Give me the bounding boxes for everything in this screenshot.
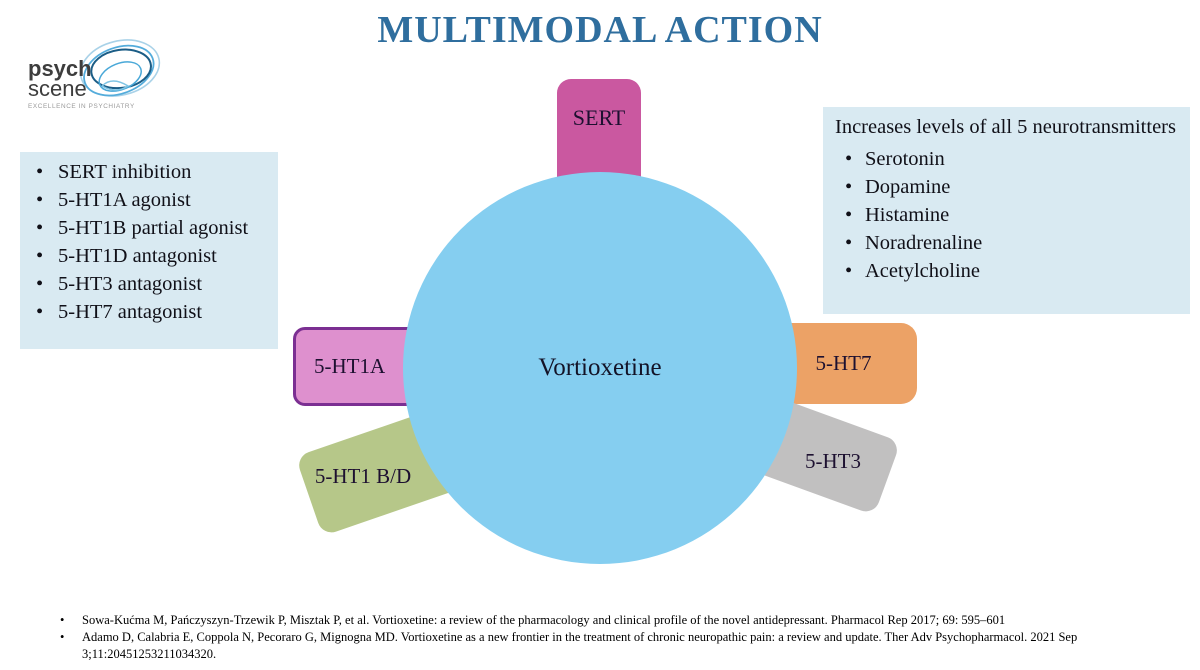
neurotransmitters-list: Serotonin Dopamine Histamine Noradrenali…	[823, 141, 1190, 285]
list-item: 5-HT1D antagonist	[20, 242, 278, 270]
list-item: SERT inhibition	[20, 158, 278, 186]
list-item: Acetylcholine	[823, 257, 1190, 285]
receptor-actions-list: SERT inhibition 5-HT1A agonist 5-HT1B pa…	[20, 152, 278, 326]
neurotransmitters-box: Increases levels of all 5 neurotransmitt…	[823, 107, 1190, 314]
list-item: Noradrenaline	[823, 229, 1190, 257]
list-item: 5-HT3 antagonist	[20, 270, 278, 298]
psychscene-logo: psych scene EXCELLENCE IN PSYCHIATRY	[24, 34, 174, 118]
receptor-tab-label: 5-HT7	[815, 351, 872, 375]
logo-tagline: EXCELLENCE IN PSYCHIATRY	[28, 103, 135, 110]
references: Sowa-Kućma M, Pańczyszyn-Trzewik P, Misz…	[52, 612, 1192, 663]
receptor-tab-label: 5-HT1 B/D	[314, 464, 412, 488]
list-item: Serotonin	[823, 145, 1190, 173]
page-title: MULTIMODAL ACTION	[377, 9, 823, 51]
receptor-tab-label: 5-HT1A	[314, 354, 386, 378]
reference-item: Adamo D, Calabria E, Coppola N, Pecoraro…	[52, 629, 1192, 663]
brain-swirl-icon: psych scene EXCELLENCE IN PSYCHIATRY	[28, 39, 161, 110]
list-item: 5-HT7 antagonist	[20, 298, 278, 326]
receptor-tab-label: 5-HT3	[805, 449, 861, 473]
list-item: 5-HT1A agonist	[20, 186, 278, 214]
list-item: 5-HT1B partial agonist	[20, 214, 278, 242]
logo-word-psych: psych	[28, 56, 92, 81]
list-item: Dopamine	[823, 173, 1190, 201]
logo-word-scene: scene	[28, 76, 87, 101]
reference-item: Sowa-Kućma M, Pańczyszyn-Trzewik P, Misz…	[52, 612, 1192, 629]
neurotransmitters-header: Increases levels of all 5 neurotransmitt…	[835, 116, 1176, 138]
receptor-actions-box: SERT inhibition 5-HT1A agonist 5-HT1B pa…	[20, 152, 278, 349]
drug-circle: Vortioxetine	[403, 172, 797, 564]
list-item: Histamine	[823, 201, 1190, 229]
drug-name: Vortioxetine	[538, 354, 662, 381]
receptor-tab-label: SERT	[572, 105, 626, 130]
